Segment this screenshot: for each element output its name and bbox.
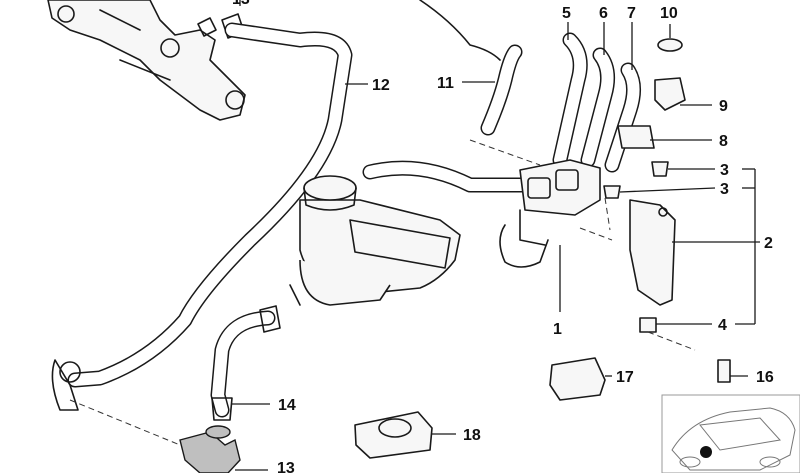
clip-9 xyxy=(654,77,686,111)
car-locator-thumbnail xyxy=(661,394,800,473)
callout-1: 1 xyxy=(553,321,562,338)
expansion-tank xyxy=(289,175,461,306)
callout-8: 8 xyxy=(719,133,728,150)
water-pump-13 xyxy=(179,425,241,473)
callout-9: 9 xyxy=(719,98,728,115)
heater-valve-1 xyxy=(499,159,601,268)
holder-18 xyxy=(354,411,433,459)
callout-3-upper: 3 xyxy=(720,162,729,179)
hose-14 xyxy=(210,305,281,421)
intake-manifold xyxy=(47,0,246,121)
location-marker xyxy=(700,446,712,458)
callout-18: 18 xyxy=(463,427,481,444)
callout-11: 11 xyxy=(437,75,454,92)
callout-4: 4 xyxy=(718,317,727,334)
hose-11 xyxy=(480,44,523,136)
screw-16 xyxy=(717,359,731,383)
bracket-17 xyxy=(549,357,606,401)
callout-16: 16 xyxy=(756,369,774,386)
callout-5: 5 xyxy=(562,5,571,22)
hoses-5-6-7 xyxy=(552,32,641,173)
callout-6: 6 xyxy=(599,5,608,22)
leader-lines xyxy=(232,0,760,471)
clamp-10 xyxy=(657,38,683,52)
callout-3-lower: 3 xyxy=(720,181,729,198)
callout-14: 14 xyxy=(278,397,296,414)
callout-13: 13 xyxy=(277,460,295,473)
clip-4 xyxy=(639,317,657,333)
grommet-3-a xyxy=(651,161,669,177)
callout-10: 10 xyxy=(660,5,678,22)
dash-lines xyxy=(69,139,696,446)
hose-valve-feed xyxy=(362,160,533,193)
callout-17: 17 xyxy=(616,369,634,386)
hose-12 xyxy=(51,22,353,411)
callout-12: 12 xyxy=(372,77,390,94)
clamp-8 xyxy=(617,125,655,149)
callout-2: 2 xyxy=(764,235,773,252)
bracket-2 xyxy=(629,199,676,306)
callout-7: 7 xyxy=(627,5,636,22)
grommet-3-b xyxy=(603,185,621,199)
hose-top-curve xyxy=(419,0,501,61)
callout-13-top: 13 xyxy=(232,0,250,8)
